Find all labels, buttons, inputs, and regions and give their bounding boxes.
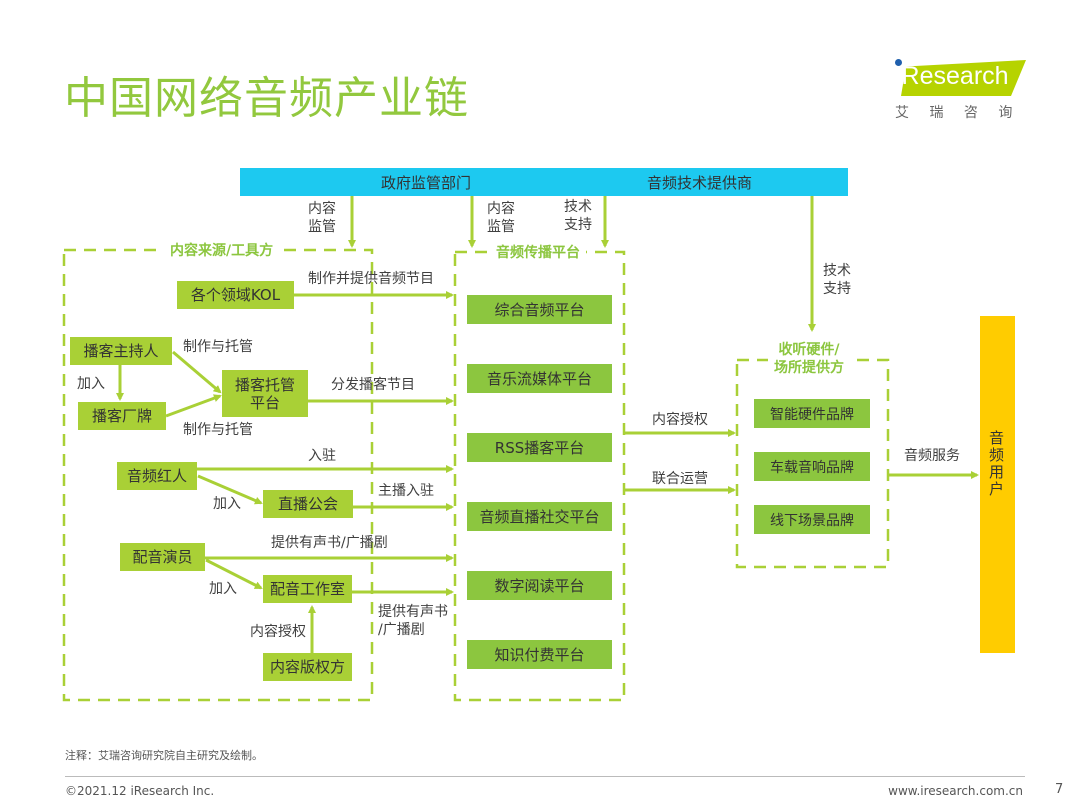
arrow (205, 558, 263, 590)
edge-label: 主播入驻 (378, 483, 434, 499)
platform-box: 音乐流媒体平台 (467, 364, 612, 393)
hardware-box: 智能硬件品牌 (754, 399, 870, 428)
platform-box: 音频直播社交平台 (467, 502, 612, 531)
footnote: 注释：艾瑞咨询研究院自主研究及绘制。 (65, 749, 263, 762)
user-label: 音频用户 (989, 429, 1005, 498)
platform-box: 知识付费平台 (467, 640, 612, 669)
edge-label: 入驻 (308, 448, 336, 464)
dubbing-studio-box: 配音工作室 (263, 575, 352, 603)
edge-label: 内容监管 (487, 201, 515, 235)
logo-text: iResearch (896, 62, 1009, 90)
hardware-title-line1: 收听硬件/ (778, 342, 840, 358)
arrow (172, 350, 222, 394)
source-group-title: 内容来源/工具方 (164, 242, 280, 260)
edge-label: 技术支持 (823, 263, 851, 297)
edge-label: 制作并提供音频节目 (308, 271, 434, 287)
hosting-line2: 平台 (249, 393, 280, 412)
edge-label: 内容监管 (308, 201, 336, 235)
audio-star-box: 音频红人 (117, 462, 197, 490)
hardware-group-title: 收听硬件/场所提供方 (768, 341, 850, 377)
logo-subtitle: 艾 瑞 咨 询 (895, 105, 1021, 121)
kol-box: 各个领域KOL (177, 281, 294, 309)
arrow (197, 474, 263, 505)
platform-box: RSS播客平台 (467, 433, 612, 462)
edge-label: 提供有声书/广播剧 (378, 604, 448, 638)
platform-box: 数字阅读平台 (467, 571, 612, 600)
hosting-line1: 播客托管 (234, 375, 295, 394)
footer-url: www.iresearch.com.cn (888, 784, 1023, 798)
edge-label: 提供有声书/广播剧 (271, 535, 388, 551)
edge-label: 制作与托管 (183, 339, 253, 355)
footer-copyright: ©2021.12 iResearch Inc. (65, 784, 215, 798)
edge-label: 内容授权 (652, 412, 708, 428)
gov-regulator-box: 政府监管部门 (240, 168, 612, 196)
hardware-title-line2: 场所提供方 (774, 360, 844, 376)
footer-divider (65, 776, 1025, 777)
user-bar (980, 316, 1015, 653)
edge-label: 音频服务 (904, 448, 960, 464)
arrow (165, 394, 222, 418)
platform-box: 综合音频平台 (467, 295, 612, 324)
copyright-owner-box: 内容版权方 (263, 653, 352, 681)
page-number: 7 (1055, 782, 1064, 797)
live-guild-box: 直播公会 (263, 490, 353, 518)
source-group-border (62, 248, 374, 702)
iresearch-logo: iResearch 艾 瑞 咨 询 (895, 56, 1030, 124)
podcast-hosting-platform-box: 播客托管平台 (222, 370, 308, 417)
edge-label: 联合运营 (652, 471, 708, 487)
edge-label: 加入 (213, 496, 241, 512)
edge-label: 分发播客节目 (331, 377, 415, 393)
tech-provider-box: 音频技术提供商 (551, 168, 848, 196)
podcast-label-box: 播客厂牌 (78, 402, 166, 430)
page-title: 中国网络音频产业链 (64, 73, 469, 124)
platform-group-title: 音频传播平台 (490, 244, 586, 262)
edge-label: 加入 (77, 376, 105, 392)
podcast-host-box: 播客主持人 (70, 337, 172, 365)
hardware-box: 线下场景品牌 (754, 505, 870, 534)
edge-label: 加入 (209, 581, 237, 597)
voice-actor-box: 配音演员 (120, 543, 205, 571)
edge-label: 制作与托管 (183, 422, 253, 438)
hardware-box: 车载音响品牌 (754, 452, 870, 481)
edge-label: 内容授权 (250, 624, 306, 640)
edge-label: 技术支持 (564, 199, 592, 233)
